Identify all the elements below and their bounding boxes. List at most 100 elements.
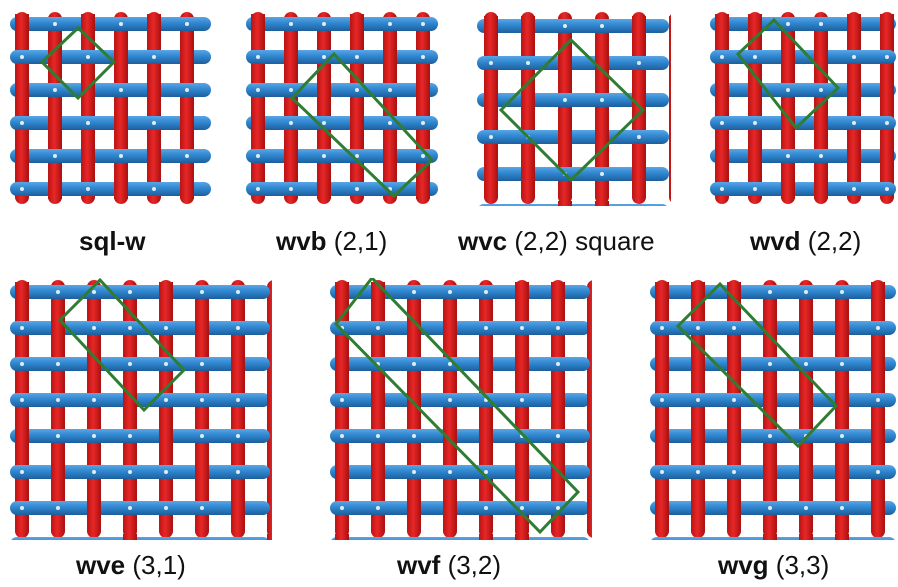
red-over-crossing — [15, 282, 29, 302]
blue-rod-2 — [10, 83, 211, 97]
blue-over-crossing — [768, 434, 772, 438]
blue-over-crossing — [489, 135, 493, 139]
blue-over-crossing — [128, 326, 132, 330]
red-over-crossing — [880, 14, 894, 34]
blue-over-crossing — [20, 470, 24, 474]
blue-over-crossing — [852, 187, 856, 191]
blue-over-crossing — [86, 187, 90, 191]
blue-over-crossing — [600, 98, 604, 102]
blue-rod-2 — [246, 83, 438, 97]
blue-over-crossing — [876, 326, 880, 330]
weave-panel-wvd — [708, 10, 898, 206]
red-over-crossing — [267, 534, 272, 540]
blue-over-crossing — [236, 290, 240, 294]
red-rod-4 — [479, 280, 493, 538]
red-rod-5 — [515, 280, 529, 538]
blue-over-crossing — [520, 326, 524, 330]
red-over-crossing — [632, 164, 646, 184]
blue-over-crossing — [20, 326, 24, 330]
blue-over-crossing — [256, 88, 260, 92]
blue-over-crossing — [786, 22, 790, 26]
blue-over-crossing — [840, 506, 844, 510]
red-over-crossing — [317, 179, 331, 199]
red-over-crossing — [284, 146, 298, 166]
red-over-crossing — [632, 16, 646, 36]
red-over-crossing — [521, 164, 535, 184]
red-over-crossing — [521, 16, 535, 36]
blue-over-crossing — [200, 506, 204, 510]
blue-rod-5 — [477, 204, 669, 206]
red-over-crossing — [371, 390, 385, 410]
red-over-crossing — [159, 282, 173, 302]
blue-over-crossing — [448, 290, 452, 294]
blue-over-crossing — [720, 55, 724, 59]
blue-over-crossing — [720, 121, 724, 125]
red-over-crossing — [180, 113, 194, 133]
caption-indices: (3,1) — [125, 550, 186, 580]
red-over-crossing — [484, 164, 498, 184]
red-rod-3 — [114, 12, 128, 204]
blue-rod-5 — [710, 182, 896, 196]
caption-wve: wve (3,1) — [76, 550, 186, 581]
red-over-crossing — [335, 354, 349, 374]
red-over-crossing — [558, 53, 572, 73]
blue-over-crossing — [421, 154, 425, 158]
blue-over-crossing — [388, 88, 392, 92]
red-over-crossing — [715, 80, 729, 100]
blue-over-crossing — [119, 22, 123, 26]
blue-over-crossing — [164, 398, 168, 402]
red-rod-4 — [847, 12, 861, 204]
caption-name: wve — [76, 550, 125, 580]
red-over-crossing — [195, 462, 209, 482]
red-over-crossing — [669, 16, 671, 36]
red-over-crossing — [814, 179, 828, 199]
red-rod-0 — [715, 12, 729, 204]
red-over-crossing — [443, 498, 457, 518]
blue-over-crossing — [20, 506, 24, 510]
blue-over-crossing — [412, 434, 416, 438]
blue-over-crossing — [53, 22, 57, 26]
caption-indices: (3,2) — [440, 550, 501, 580]
blue-rod-4 — [246, 149, 438, 163]
red-over-crossing — [15, 426, 29, 446]
blue-over-crossing — [526, 61, 530, 65]
blue-over-crossing — [53, 88, 57, 92]
blue-over-crossing — [86, 121, 90, 125]
blue-over-crossing — [388, 22, 392, 26]
red-over-crossing — [814, 113, 828, 133]
red-rod-5 — [880, 12, 894, 204]
red-over-crossing — [371, 462, 385, 482]
blue-over-crossing — [840, 434, 844, 438]
red-over-crossing — [335, 534, 349, 540]
blue-over-crossing — [819, 154, 823, 158]
blue-rod-7 — [10, 537, 270, 540]
blue-over-crossing — [520, 398, 524, 402]
blue-over-crossing — [340, 506, 344, 510]
blue-over-crossing — [236, 470, 240, 474]
blue-over-crossing — [53, 154, 57, 158]
red-over-crossing — [781, 179, 795, 199]
blue-over-crossing — [152, 55, 156, 59]
red-over-crossing — [416, 80, 430, 100]
caption-wvg: wvg (3,3) — [718, 550, 829, 581]
blue-over-crossing — [376, 434, 380, 438]
blue-over-crossing — [563, 98, 567, 102]
blue-over-crossing — [637, 135, 641, 139]
caption-wvb: wvb (2,1) — [276, 226, 387, 257]
blue-rod-3 — [246, 116, 438, 130]
red-over-crossing — [871, 354, 885, 374]
blue-over-crossing — [753, 55, 757, 59]
red-over-crossing — [880, 146, 894, 166]
blue-rod-0 — [710, 17, 896, 31]
caption-name: wvd — [750, 226, 801, 256]
blue-over-crossing — [484, 326, 488, 330]
blue-over-crossing — [20, 362, 24, 366]
blue-over-crossing — [289, 121, 293, 125]
blue-over-crossing — [200, 434, 204, 438]
blue-over-crossing — [804, 362, 808, 366]
red-over-crossing — [251, 113, 265, 133]
red-over-crossing — [871, 426, 885, 446]
red-over-crossing — [350, 113, 364, 133]
blue-over-crossing — [256, 187, 260, 191]
red-over-crossing — [383, 47, 397, 67]
